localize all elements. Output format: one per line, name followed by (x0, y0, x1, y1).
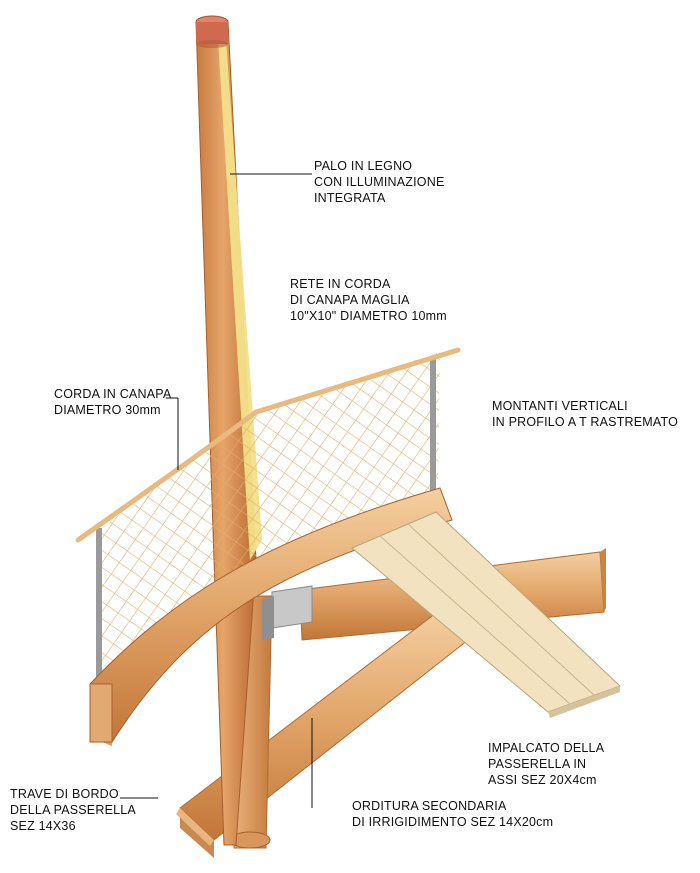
label-palo-line-1: PALO IN LEGNO (314, 159, 413, 173)
label-palo-line-3: INTEGRATA (314, 191, 386, 205)
label-trave: TRAVE DI BORDO DELLA PASSERELLA SEZ 14X3… (10, 786, 136, 834)
metal-connector (262, 585, 313, 640)
vertical-t-posts (96, 356, 436, 690)
label-palo: PALO IN LEGNO CON ILLUMINAZIONE INTEGRAT… (314, 158, 445, 206)
label-palo-line-2: CON ILLUMINAZIONE (314, 175, 445, 189)
label-corda-line-1: CORDA IN CANAPA (54, 387, 172, 401)
label-rete: RETE IN CORDA DI CANAPA MAGLIA 10"X10" D… (290, 276, 447, 324)
label-impalcato-line-2: PASSERELLA IN (488, 757, 587, 771)
label-corda: CORDA IN CANAPA DIAMETRO 30mm (54, 386, 171, 418)
label-montanti-line-1: MONTANTI VERTICALI (492, 399, 628, 413)
top-rope (75, 347, 461, 543)
label-impalcato: IMPALCATO DELLA PASSERELLA IN ASSI SEZ 2… (488, 740, 604, 788)
label-rete-line-3: 10"X10" DIAMETRO 10mm (290, 309, 447, 323)
label-montanti-line-2: IN PROFILO A T RASTREMATO (492, 415, 679, 429)
deck-boards (351, 511, 621, 718)
label-rete-line-1: RETE IN CORDA (290, 277, 391, 291)
label-orditura-line-1: ORDITURA SECONDARIA (352, 799, 507, 813)
label-impalcato-line-3: ASSI SEZ 20X4cm (488, 773, 597, 787)
label-orditura: ORDITURA SECONDARIA DI IRRIGIDIMENTO SEZ… (352, 798, 553, 830)
label-trave-line-1: TRAVE DI BORDO (10, 787, 119, 801)
label-montanti: MONTANTI VERTICALI IN PROFILO A T RASTRE… (492, 398, 678, 430)
label-orditura-line-2: DI IRRIGIDIMENTO SEZ 14X20cm (352, 815, 554, 829)
label-impalcato-line-1: IMPALCATO DELLA (488, 741, 605, 755)
rope-net (96, 352, 440, 690)
label-trave-line-2: DELLA PASSERELLA (10, 803, 136, 817)
curved-edge-beam (89, 487, 453, 746)
leader-lines (120, 173, 313, 808)
label-trave-line-3: SEZ 14X36 (10, 819, 76, 833)
label-corda-line-2: DIAMETRO 30mm (54, 403, 161, 417)
label-rete-line-2: DI CANAPA MAGLIA (290, 293, 410, 307)
